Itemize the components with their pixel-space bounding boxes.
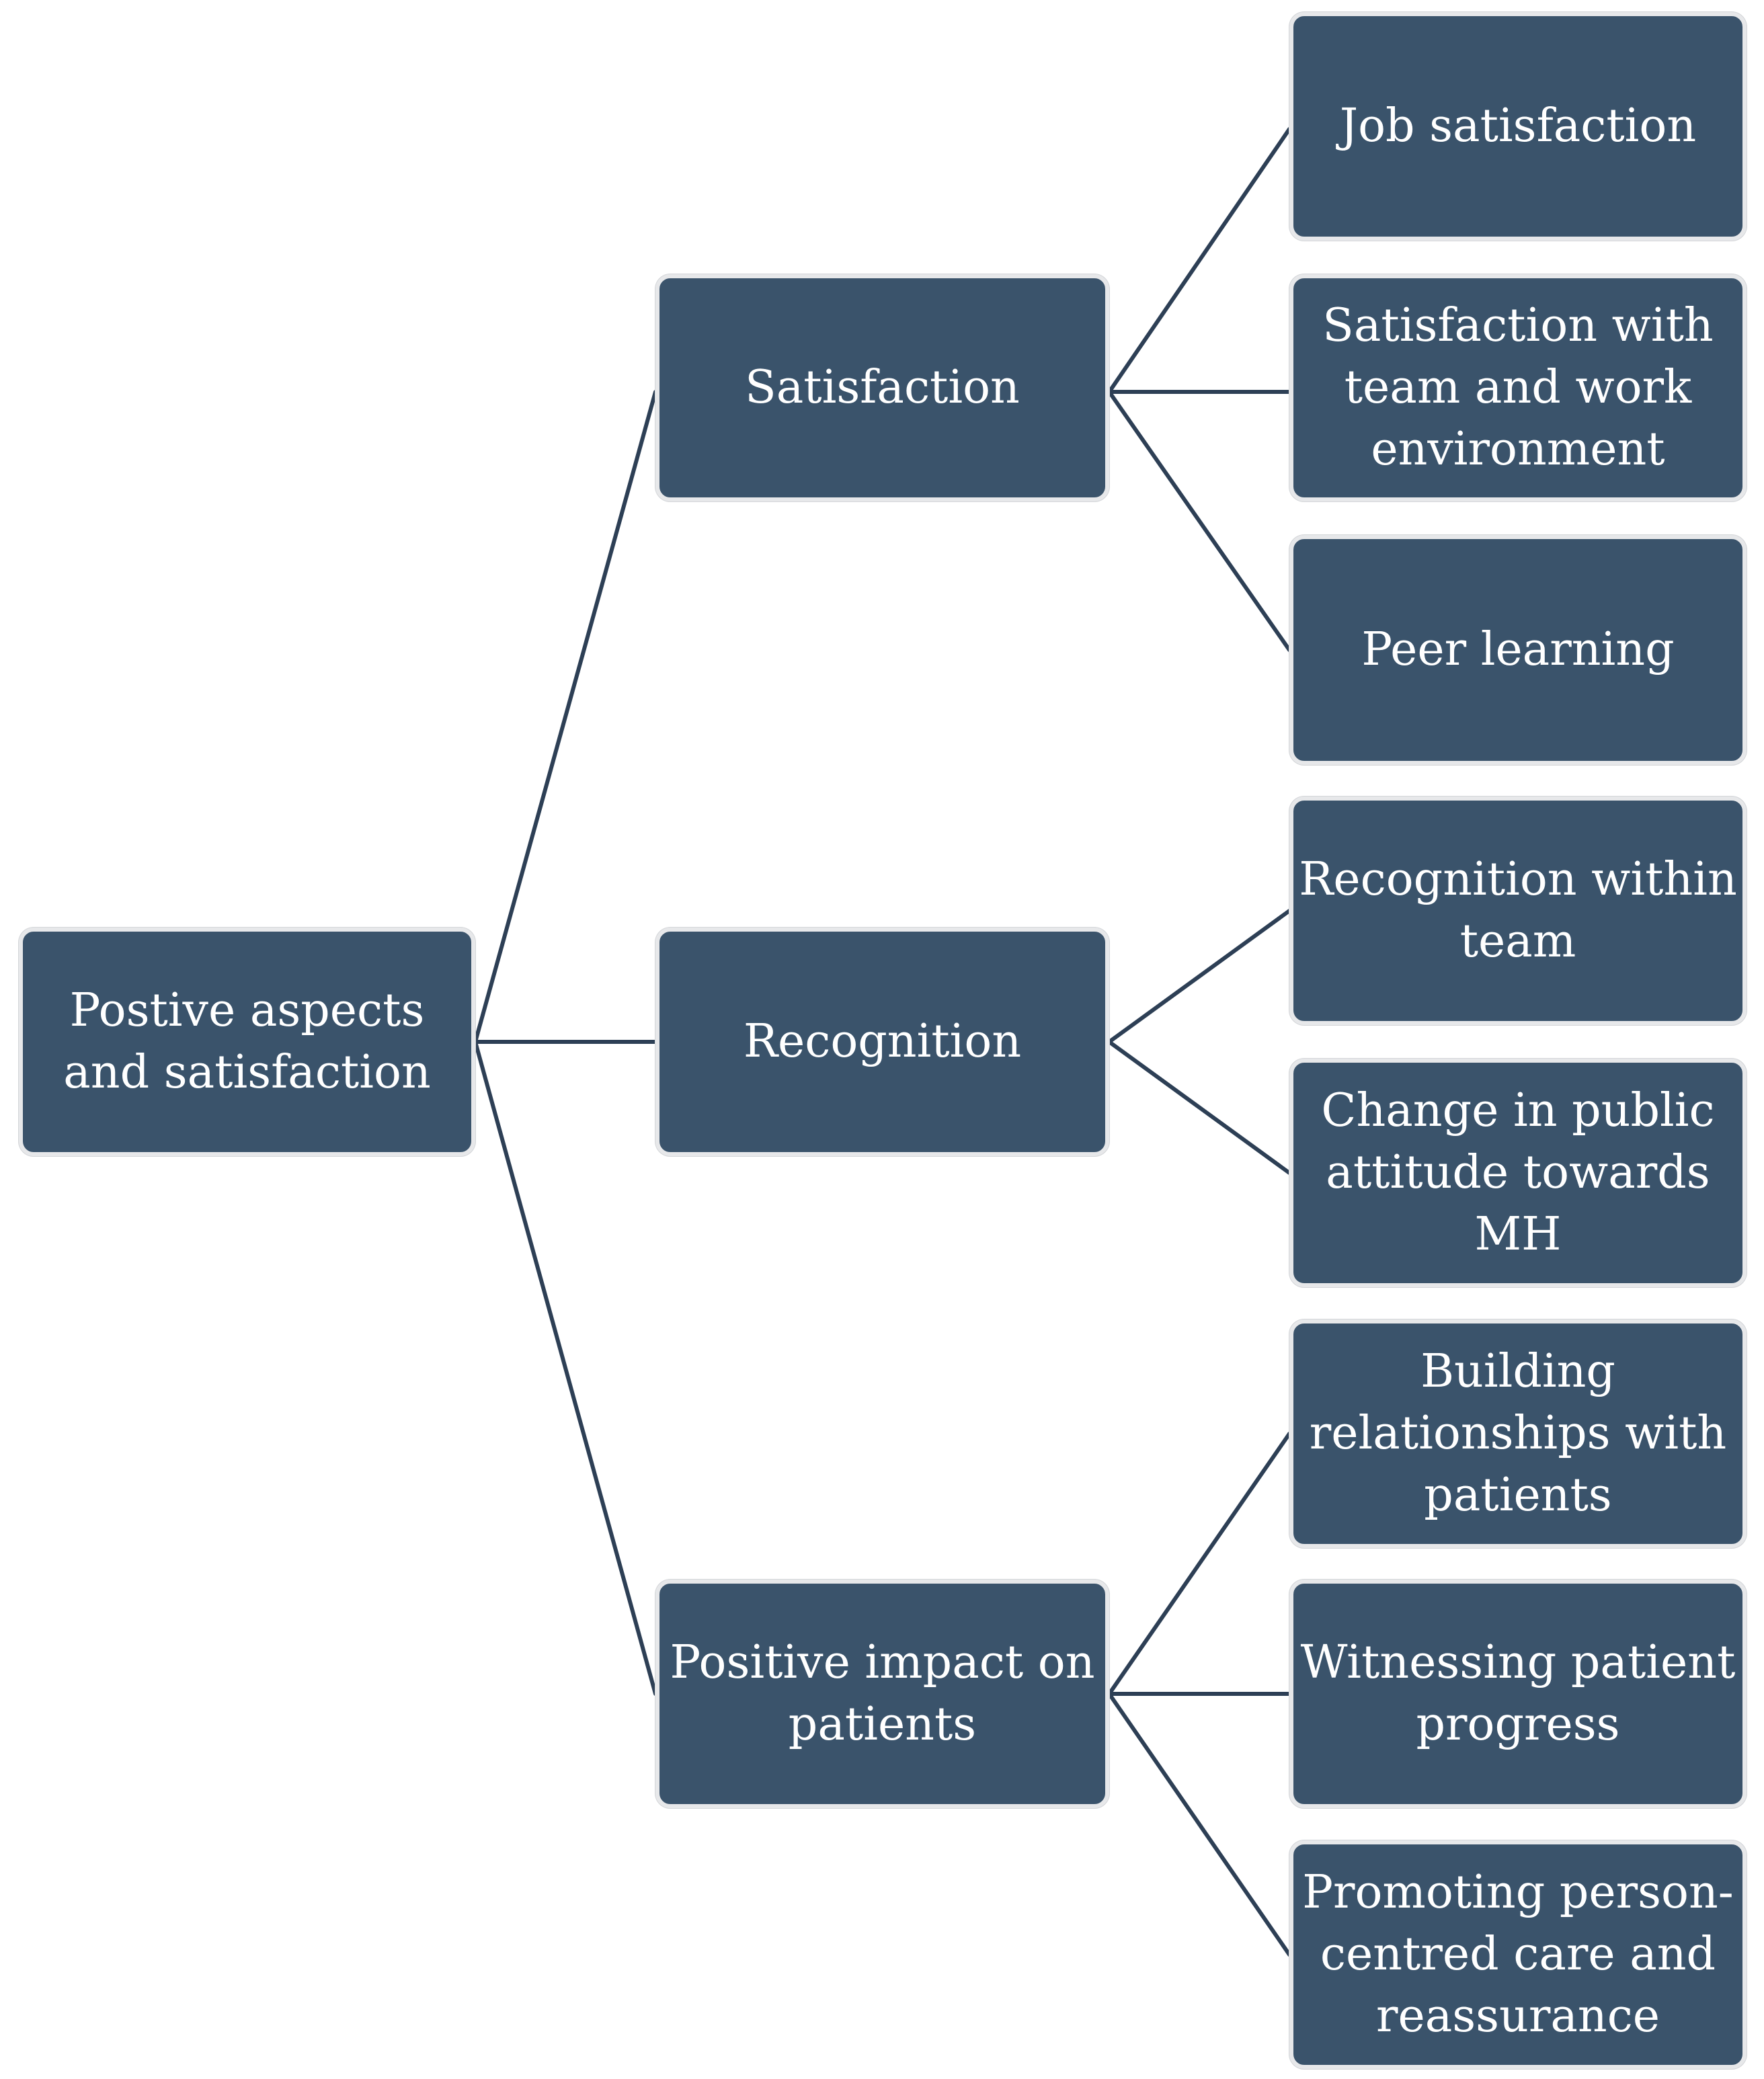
- root-node: Postive aspects and satisfaction: [19, 928, 475, 1156]
- connector-root-satisfaction: [473, 390, 657, 1044]
- connector-satisfaction-peer: [1107, 390, 1291, 652]
- leaf-node-label: Recognition within team: [1299, 853, 1737, 968]
- leaf-node-person-centred-care: Promoting person-centred care and reassu…: [1289, 1840, 1747, 2069]
- branch-node-satisfaction: Satisfaction: [655, 274, 1109, 501]
- branch-node-recognition: Recognition: [655, 928, 1109, 1156]
- connector-recognition-public: [1107, 1040, 1291, 1175]
- leaf-node-relationships: Building relationships with patients: [1289, 1319, 1747, 1548]
- branch-node-label: Satisfaction: [745, 361, 1020, 414]
- leaf-node-job-satisfaction: Job satisfaction: [1289, 12, 1747, 241]
- leaf-node-label: Promoting person-centred care and reassu…: [1302, 1866, 1734, 2043]
- leaf-node-label: Building relationships with patients: [1309, 1345, 1727, 1522]
- leaf-node-recognition-team: Recognition within team: [1289, 797, 1747, 1025]
- connector-patients-relationships: [1107, 1432, 1291, 1696]
- branch-node-label: Recognition: [743, 1015, 1022, 1068]
- branch-node-patients: Positive impact on patients: [655, 1580, 1109, 1808]
- connector-recognition-team: [1107, 909, 1291, 1044]
- leaf-node-peer-learning: Peer learning: [1289, 535, 1747, 765]
- leaf-node-public-attitude: Change in public attitude towards MH: [1289, 1059, 1747, 1287]
- root-node-label: Postive aspects and satisfaction: [63, 984, 431, 1099]
- leaf-node-label: Witnessing patient progress: [1300, 1636, 1736, 1751]
- leaf-node-label: Satisfaction with team and work environm…: [1322, 299, 1714, 476]
- leaf-node-label: Peer learning: [1361, 623, 1675, 676]
- connector-satisfaction-job: [1107, 127, 1291, 394]
- leaf-node-label: Change in public attitude towards MH: [1321, 1084, 1715, 1261]
- leaf-node-team-environment: Satisfaction with team and work environm…: [1289, 274, 1747, 501]
- leaf-node-label: Job satisfaction: [1339, 99, 1697, 153]
- leaf-node-patient-progress: Witnessing patient progress: [1289, 1580, 1747, 1808]
- branch-node-label: Positive impact on patients: [670, 1636, 1095, 1751]
- connector-patients-person-centred: [1107, 1692, 1291, 1957]
- connector-root-patients: [473, 1040, 657, 1696]
